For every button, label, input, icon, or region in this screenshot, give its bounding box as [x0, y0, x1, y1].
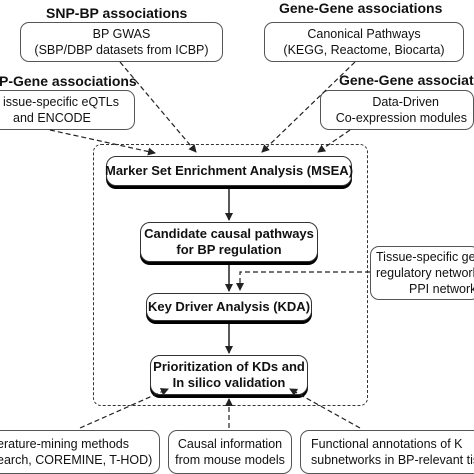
arrow-networks-to-kda — [236, 271, 370, 291]
networks-box: Tissue-specific ge regulatory networks P… — [370, 246, 474, 300]
bp-gwas-detail: (SBP/DBP datasets from ICBP) — [34, 43, 209, 57]
functional-line1: Functional annotations of K — [311, 437, 463, 451]
literature-mining-box: erature-mining methods earch, COREMINE, … — [0, 430, 160, 474]
arrow-canonical-to-msea — [261, 61, 356, 153]
msea-box: Marker Set Enrichment Analysis (MSEA) — [104, 156, 354, 186]
canonical-pathways-box: Canonical Pathways (KEGG, Reactome, Bioc… — [264, 22, 464, 62]
functional-line2: subnetworks in BP-relevant tis — [311, 453, 474, 467]
networks-line2: regulatory networks — [376, 266, 474, 280]
networks-line1: Tissue-specific ge — [376, 250, 474, 264]
eqtls-title: issue-specific eQTLs — [3, 95, 120, 109]
msea-label: Marker Set Enrichment Analysis (MSEA) — [104, 163, 354, 178]
canonical-title: Canonical Pathways — [307, 27, 421, 41]
snp-gene-heading: P-Gene associations — [0, 73, 137, 89]
kda-label: Key Driver Analysis (KDA) — [147, 299, 311, 314]
bp-gwas-title: BP GWAS — [92, 27, 151, 41]
mouse-models-box: Causal information from mouse models — [168, 430, 292, 474]
arrow-functional-to-prioritization — [289, 388, 361, 429]
coexpr-detail: Co-expression modules — [335, 111, 467, 125]
candidate-line1: Candidate causal pathways — [144, 226, 314, 241]
mouse-line1: Causal information — [177, 437, 283, 451]
literature-line1: erature-mining methods — [0, 437, 130, 451]
arrow-coexpr-to-msea — [317, 129, 351, 153]
gene-gene-heading-right: Gene-Gene association — [339, 72, 474, 88]
networks-line3: PPI network — [409, 282, 474, 296]
eqtls-box: issue-specific eQTLs and ENCODE — [0, 90, 135, 130]
coexpression-box: Data-Driven Co-expression modules — [320, 90, 474, 130]
bp-gwas-box: BP GWAS (SBP/DBP datasets from ICBP) — [20, 22, 223, 62]
snp-bp-heading: SNP-BP associations — [46, 5, 188, 21]
candidate-line2: for BP regulation — [176, 242, 282, 257]
functional-annotations-box: Functional annotations of K subnetworks … — [300, 430, 474, 474]
prioritization-box: Prioritization of KDs and In silico vali… — [150, 355, 308, 395]
eqtls-detail: and ENCODE — [13, 111, 91, 125]
prior-line2: In silico validation — [172, 375, 286, 390]
kda-box: Key Driver Analysis (KDA) — [146, 293, 312, 321]
candidate-pathways-box: Candidate causal pathways for BP regulat… — [140, 222, 318, 262]
arrow-gwas-to-msea — [119, 61, 197, 153]
prior-line1: Prioritization of KDs and — [153, 359, 305, 374]
literature-line2: earch, COREMINE, T-HOD) — [0, 453, 153, 467]
gene-gene-heading-top: Gene-Gene associations — [279, 0, 443, 16]
coexpr-title: Data-Driven — [372, 95, 439, 109]
canonical-detail: (KEGG, Reactome, Biocarta) — [283, 43, 445, 57]
arrow-literature-to-prioritization — [79, 388, 169, 429]
arrow-eqtls-to-msea — [49, 129, 156, 156]
mouse-line2: from mouse models — [175, 453, 285, 467]
